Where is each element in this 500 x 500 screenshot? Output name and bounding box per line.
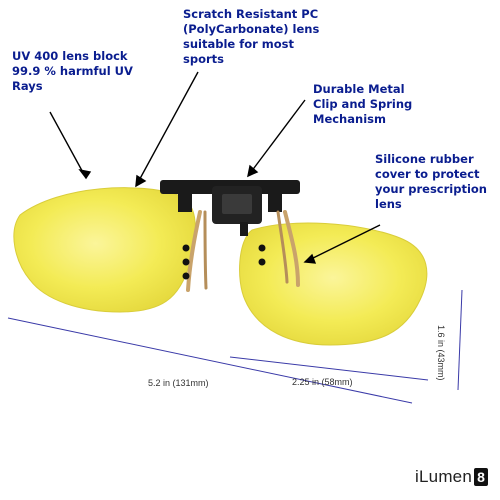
scratch-callout-line-1: Scratch Resistant PC — [183, 7, 319, 21]
brand-logo: iLumen 8 — [415, 467, 488, 487]
lens-width-label: 2.25 in (58mm) — [292, 377, 353, 387]
clip-mechanism — [160, 180, 300, 236]
spring-arms — [182, 210, 300, 292]
uv-callout-line-3: Rays — [12, 79, 43, 93]
uv-callout-line-2: 99.9 % harmful UV — [12, 64, 133, 78]
silicone-callout-line-1: Silicone rubber — [375, 152, 474, 166]
silicone-callout-line-4: lens — [375, 197, 402, 211]
brand-mark: 8 — [474, 468, 488, 486]
uv-callout: UV 400 lens block 99.9 % harmful UV Rays — [12, 49, 133, 94]
callout-arrows — [49, 71, 381, 264]
clip-callout-line-2: Clip and Spring — [313, 97, 413, 111]
brand-name: iLumen — [415, 467, 472, 486]
dimension-lines — [7, 289, 463, 404]
silicone-callout-line-3: your prescription — [375, 182, 487, 196]
silicone-callout-line-2: cover to protect — [375, 167, 480, 181]
clip-callout-line-3: Mechanism — [313, 112, 386, 126]
scratch-callout: Scratch Resistant PC (PolyCarbonate) len… — [183, 7, 319, 67]
right-lens — [239, 222, 428, 346]
silicone-callout: Silicone rubber cover to protect your pr… — [375, 152, 487, 212]
left-lens — [13, 187, 196, 313]
lens-height-label: 1.6 in (43mm) — [436, 325, 446, 381]
scratch-callout-line-4: sports — [183, 52, 224, 66]
uv-callout-line-1: UV 400 lens block — [12, 49, 128, 63]
scratch-callout-line-3: suitable for most — [183, 37, 295, 51]
clip-callout: Durable Metal Clip and Spring Mechanism — [313, 82, 412, 127]
scratch-callout-line-2: (PolyCarbonate) lens — [183, 22, 320, 36]
clip-callout-line-1: Durable Metal — [313, 82, 405, 96]
total-width-label: 5.2 in (131mm) — [148, 378, 209, 388]
